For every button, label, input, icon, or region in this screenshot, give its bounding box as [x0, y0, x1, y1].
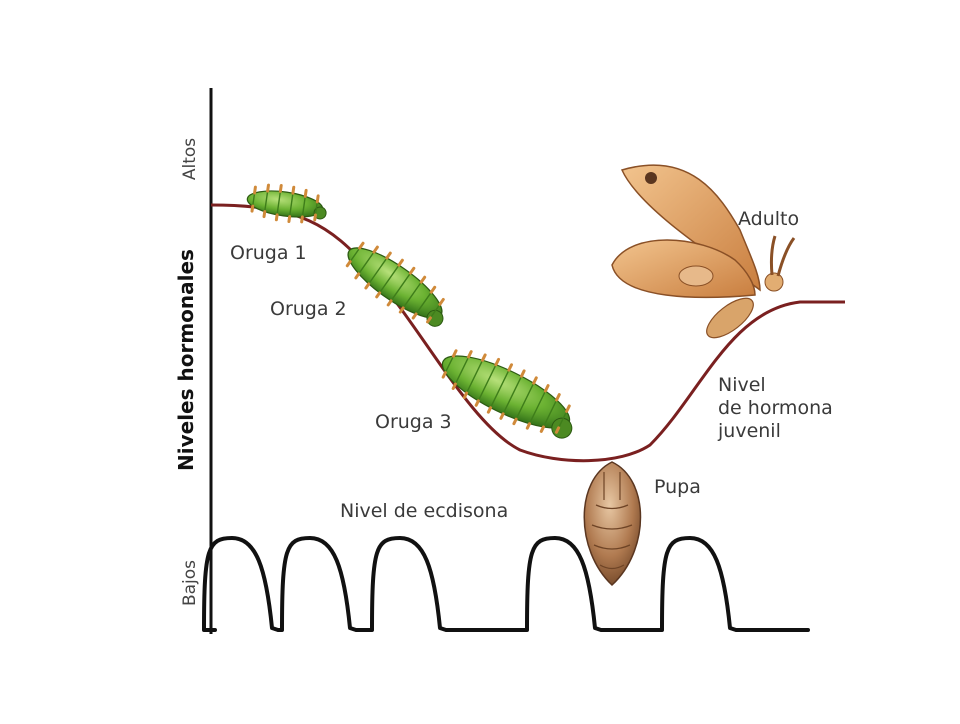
label-juvenile-line-1: Nivel — [718, 374, 766, 396]
label-juvenile-hormone: Nivel de hormona juvenil — [718, 374, 833, 443]
y-axis-title: Niveles hormonales — [174, 249, 198, 471]
juvenile-hormone-curve — [210, 203, 845, 463]
ecdysone-curve — [202, 536, 810, 632]
pupa-illustration — [583, 461, 642, 587]
caterpillar-1 — [246, 183, 327, 224]
label-larva-3: Oruga 3 — [375, 411, 452, 433]
caterpillar-2 — [345, 241, 445, 327]
label-pupa: Pupa — [654, 476, 701, 498]
label-ecdysone: Nivel de ecdisona — [340, 500, 509, 522]
label-larva-1: Oruga 1 — [230, 242, 307, 264]
label-larva-2: Oruga 2 — [270, 298, 347, 320]
y-axis-high-label: Altos — [180, 137, 200, 181]
caterpillar-3 — [441, 349, 573, 439]
y-axis-low-label: Bajos — [180, 559, 200, 607]
label-juvenile-line-3: juvenil — [718, 420, 781, 442]
label-juvenile-line-2: de hormona — [718, 397, 833, 419]
moth-illustration — [611, 164, 796, 339]
label-adult: Adulto — [738, 208, 800, 230]
